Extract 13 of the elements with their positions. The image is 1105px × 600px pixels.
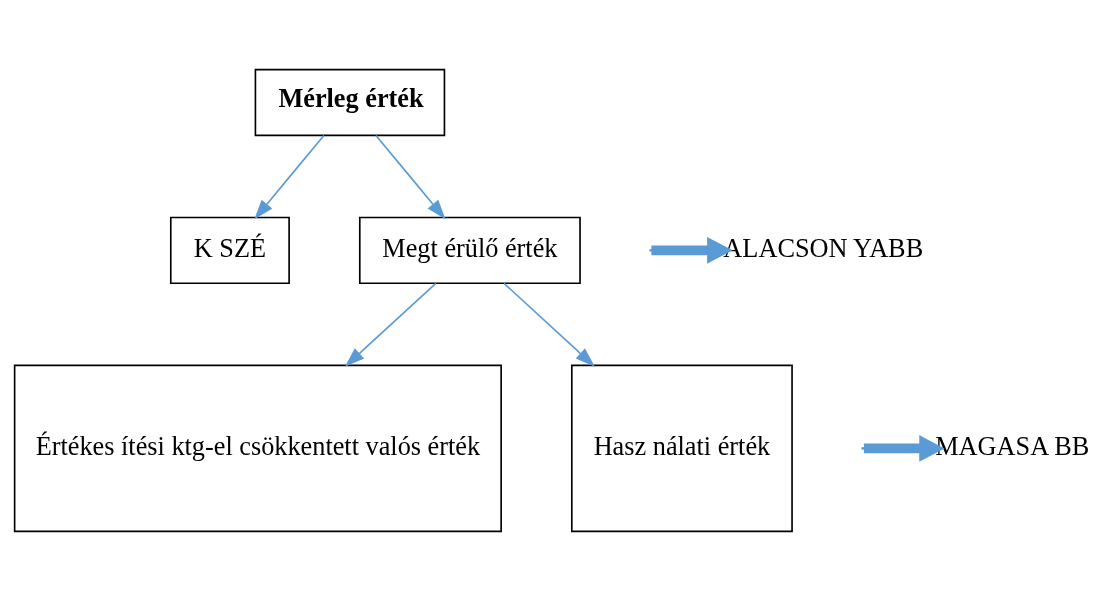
arrow — [863, 434, 945, 462]
node-box: Mérleg érték — [254, 68, 446, 136]
arrow — [651, 236, 733, 264]
node-text: ALACSON YABB — [723, 233, 924, 263]
arrow — [344, 282, 437, 367]
arrow — [503, 282, 595, 367]
node-text: MAGASA BB — [935, 431, 1090, 461]
arrow — [375, 134, 446, 219]
arrow — [254, 134, 325, 219]
node-box: Hasz nálati érték — [571, 364, 793, 532]
node-box: K SZÉ — [169, 216, 290, 284]
node-box: Megt érülő érték — [358, 216, 581, 284]
node-box: Értékes ítési ktg-el csökkentett valós érték — [13, 364, 502, 532]
